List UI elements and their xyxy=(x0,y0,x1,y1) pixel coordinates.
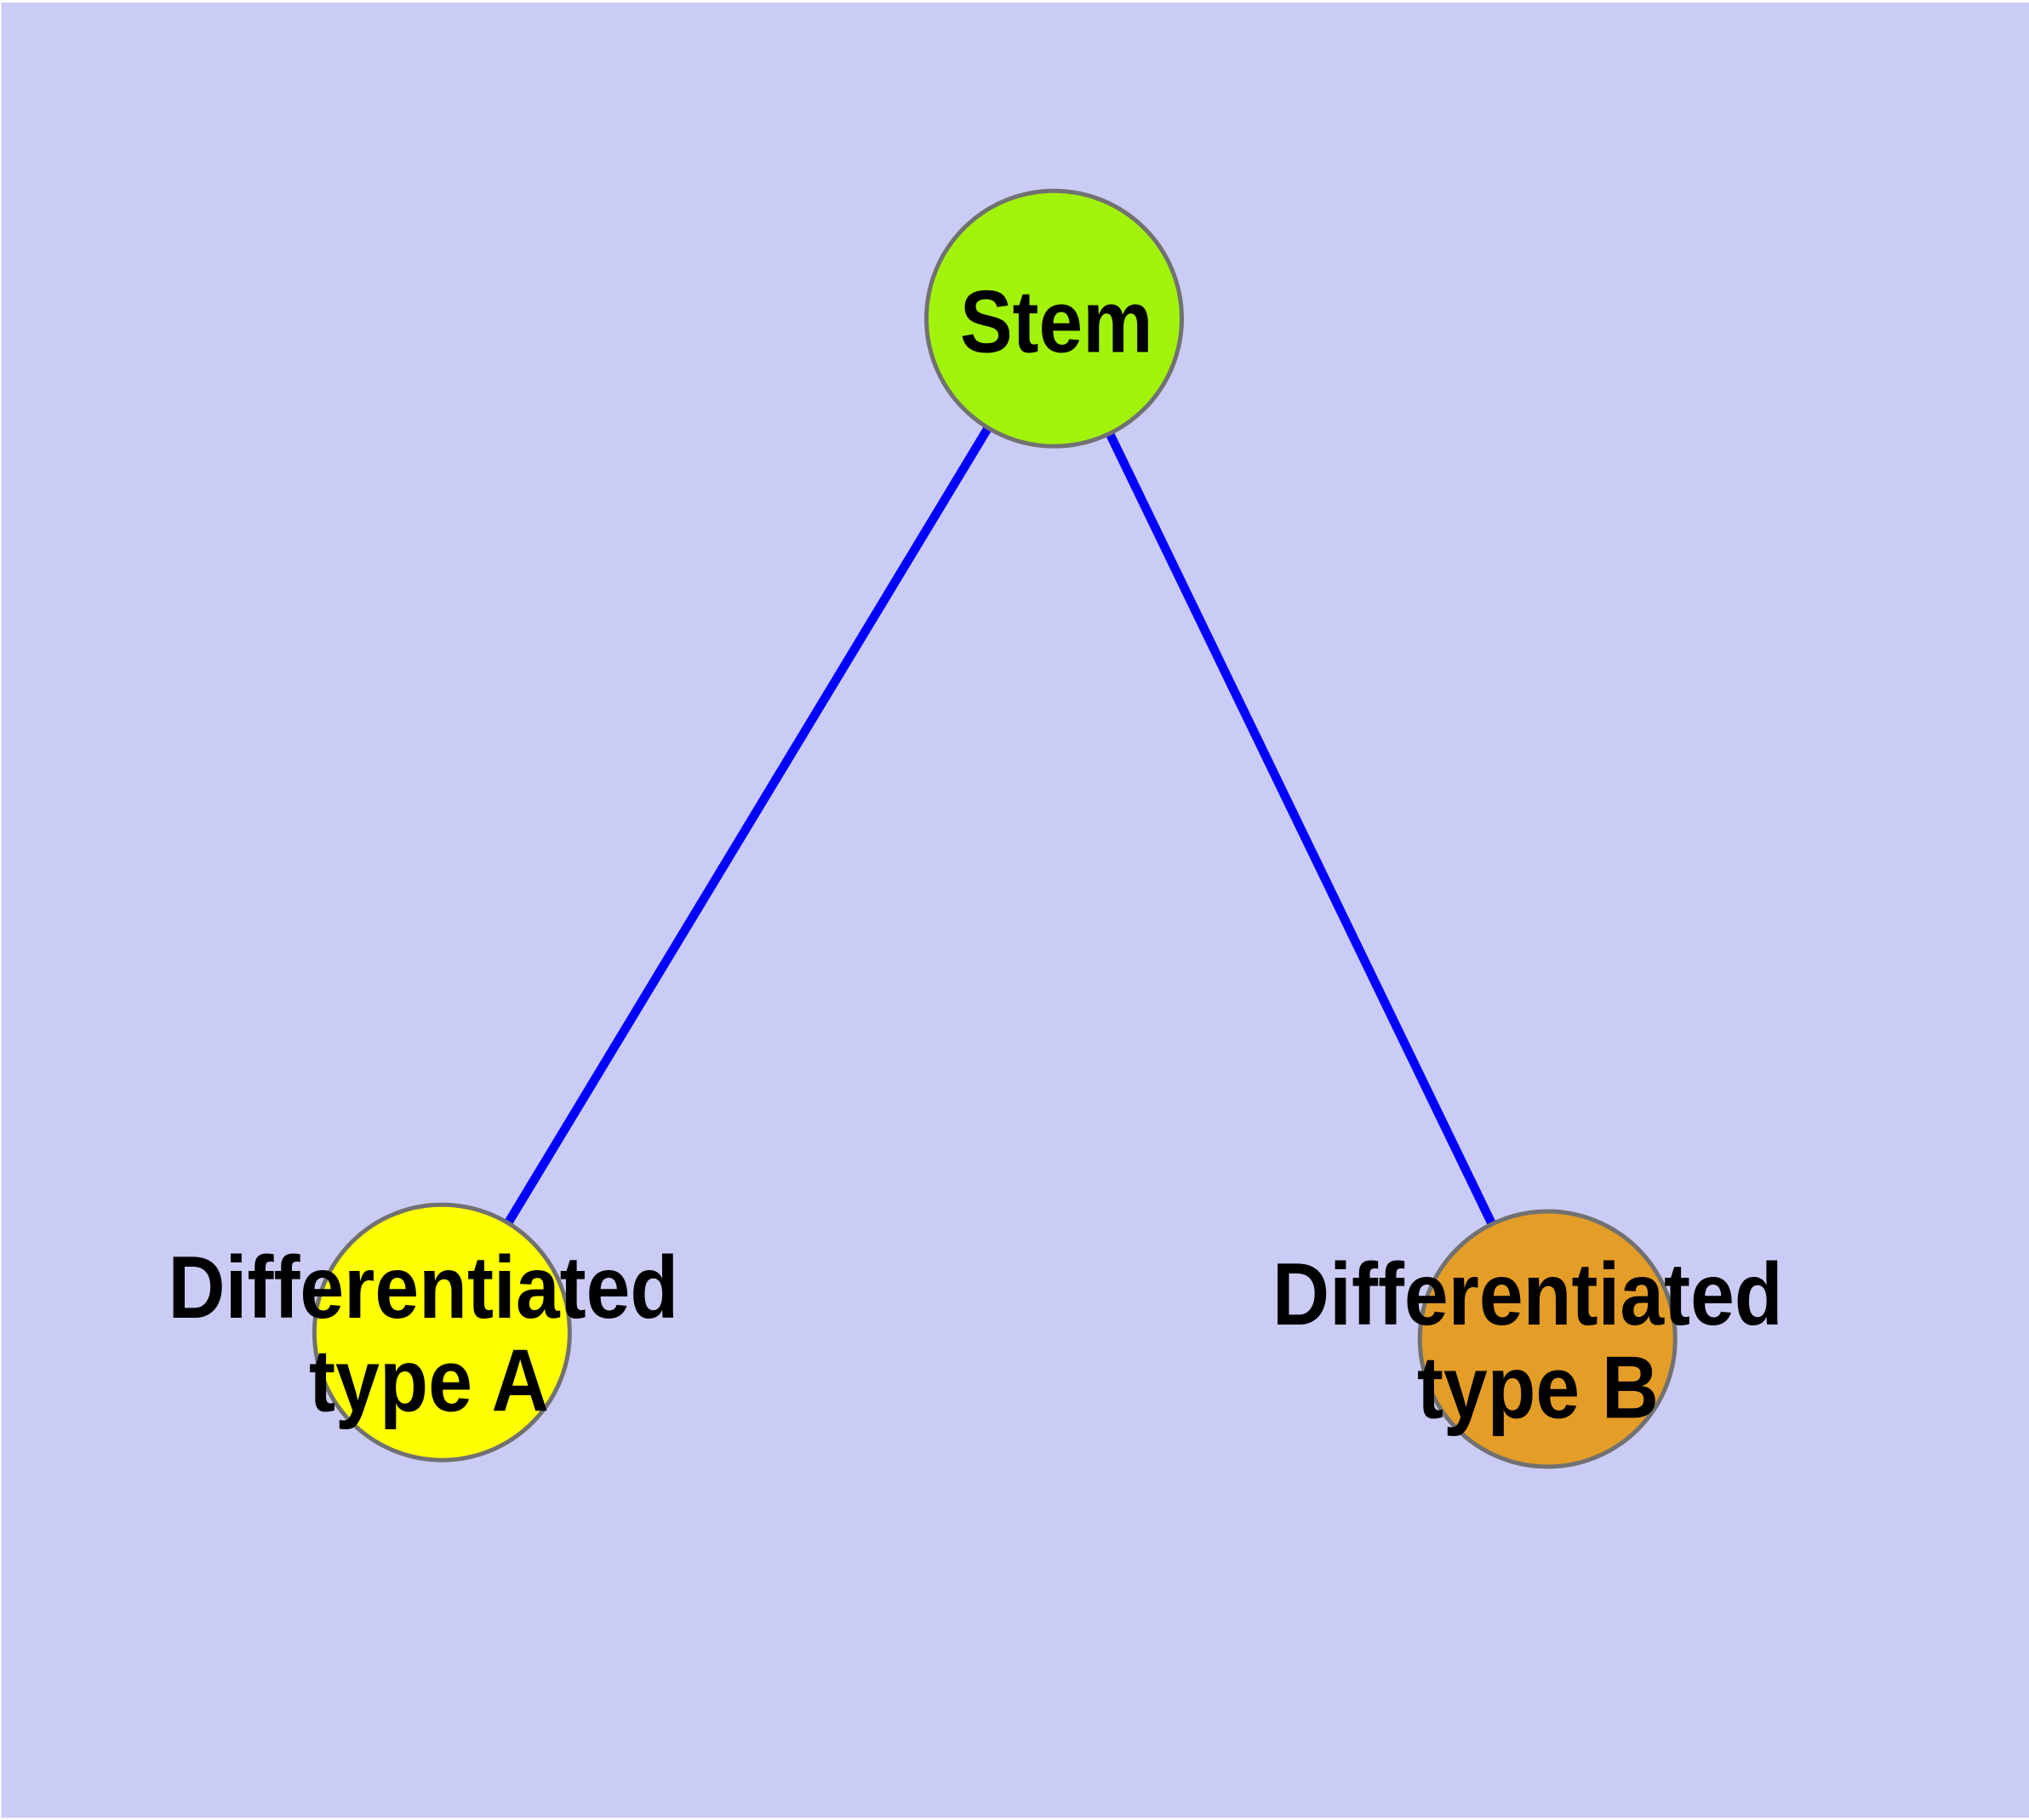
svg-text:type A: type A xyxy=(309,1332,549,1431)
svg-text:type B: type B xyxy=(1417,1339,1659,1438)
svg-text:Differentiated: Differentiated xyxy=(1272,1245,1783,1344)
svg-text:Differentiated: Differentiated xyxy=(168,1239,678,1337)
svg-text:Stem: Stem xyxy=(960,272,1153,371)
